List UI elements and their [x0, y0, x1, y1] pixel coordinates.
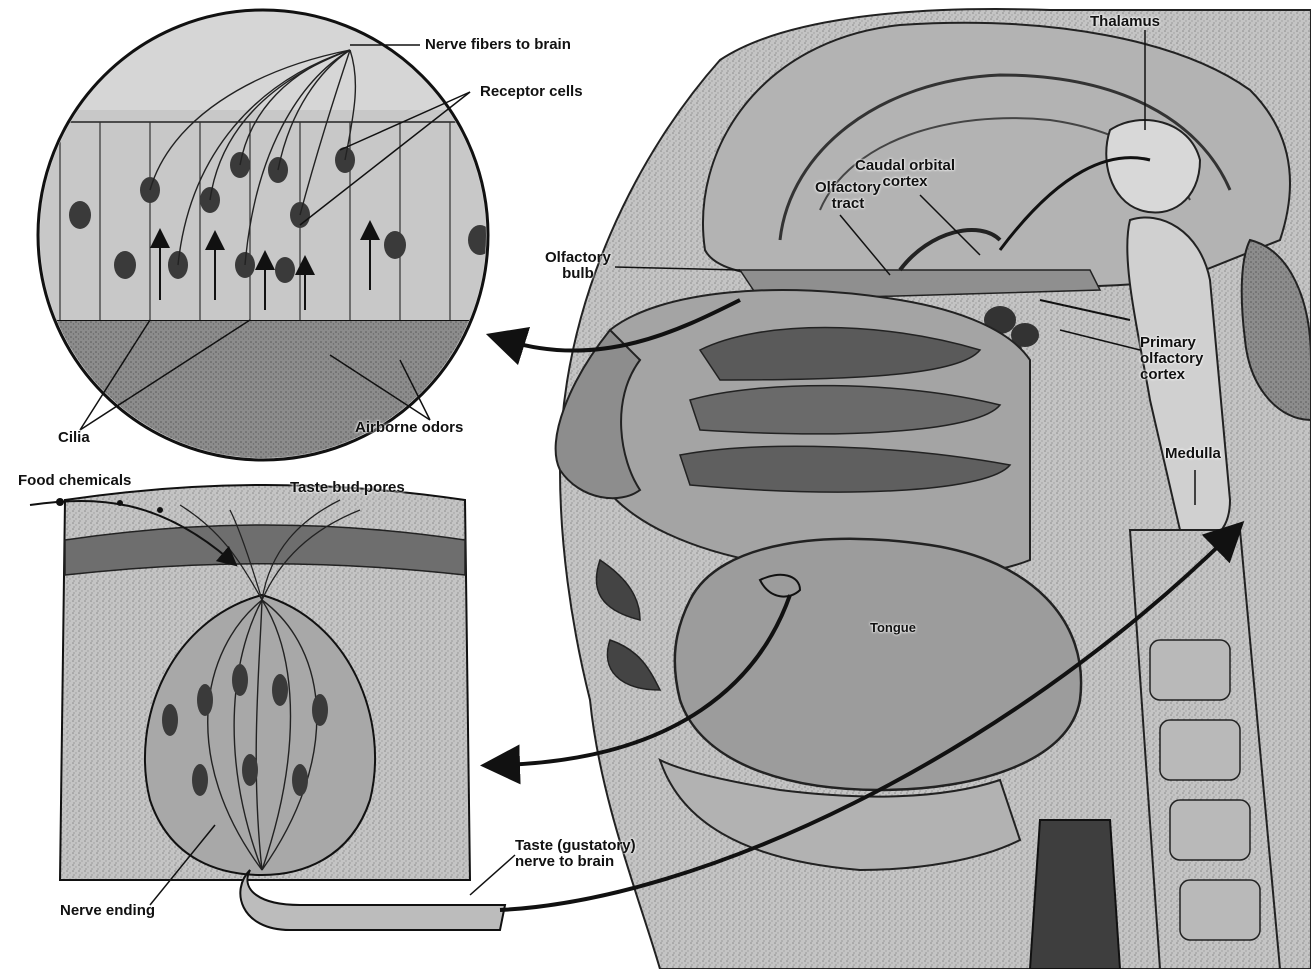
label-food-chemicals: Food chemicals — [18, 473, 131, 489]
label-taste-bud-pores: Taste bud pores — [290, 480, 405, 496]
tongue-shape — [675, 539, 1081, 790]
label-cilia: Cilia — [58, 430, 90, 446]
label-olfactory-bulb: Olfactory bulb — [545, 250, 611, 282]
taste-bud-inset — [30, 485, 515, 930]
brain — [703, 23, 1290, 288]
olfactory-epithelium-inset — [30, 10, 500, 470]
label-medulla: Medulla — [1165, 446, 1221, 462]
label-airborne-odors: Airborne odors — [355, 420, 463, 436]
label-nerve-ending: Nerve ending — [60, 903, 155, 919]
label-primary-olfactory-cortex: Primary olfactory cortex — [1140, 335, 1203, 383]
label-receptor-cells: Receptor cells — [480, 84, 583, 100]
label-taste-nerve: Taste (gustatory) nerve to brain — [515, 838, 636, 870]
head-cross-section — [556, 9, 1311, 969]
label-thalamus: Thalamus — [1090, 14, 1160, 30]
label-nerve-fibers: Nerve fibers to brain — [425, 37, 571, 53]
label-tongue: Tongue — [870, 620, 916, 636]
label-olfactory-tract: Olfactory tract — [815, 180, 881, 212]
